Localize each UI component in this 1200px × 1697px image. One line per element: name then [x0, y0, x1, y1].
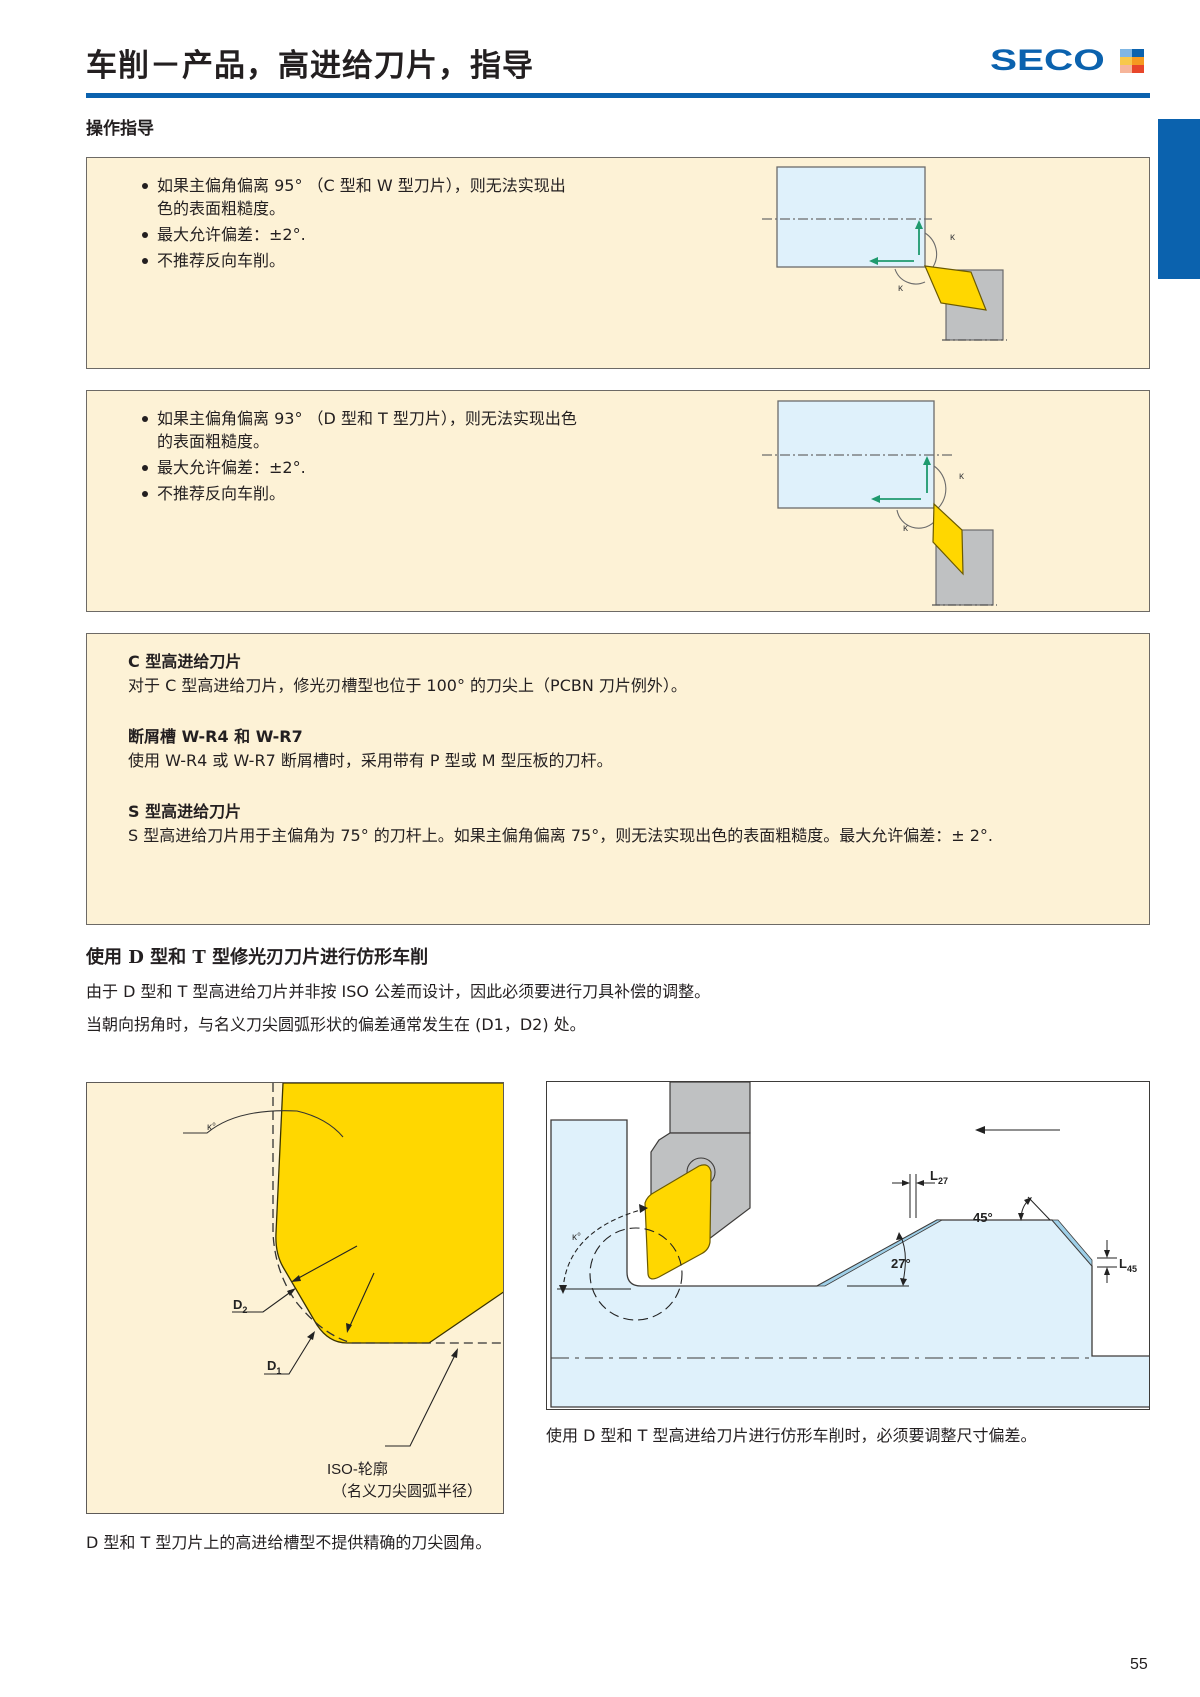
guidance-panel-93: 如果主偏角偏离 93° （D 型和 T 型刀片），则无法实现出色的表面粗糙度。 … — [86, 390, 1150, 612]
svg-text:κ: κ — [959, 471, 965, 482]
note-body: 对于 C 型高进给刀片，修光刃槽型也位于 100° 的刀尖上（PCBN 刀片例外… — [128, 676, 687, 695]
svg-text:（名义刀尖圆弧半径）: （名义刀尖圆弧半径） — [332, 1483, 482, 1500]
svg-text:κ: κ — [903, 523, 909, 534]
bullet-item: 最大允许偏差：±2°. — [141, 223, 581, 246]
guidance-panel-95: 如果主偏角偏离 95° （C 型和 W 型刀片），则无法实现出色的表面粗糙度。 … — [86, 157, 1150, 369]
insert-notes-panel: C 型高进给刀片 对于 C 型高进给刀片，修光刃槽型也位于 100° 的刀尖上（… — [86, 633, 1150, 925]
note-heading: S 型高进给刀片 — [128, 802, 242, 821]
bullet-list: 如果主偏角偏离 95° （C 型和 W 型刀片），则无法实现出色的表面粗糙度。 … — [141, 174, 581, 275]
title-rule — [86, 93, 1150, 98]
svg-text:L45: L45 — [1119, 1256, 1137, 1274]
bullet-item: 不推荐反向车削。 — [141, 249, 581, 272]
insert-corner-deviation-figure: κ° D2 D1 ISO-轮廓 （名义刀尖圆弧半径） — [86, 1082, 504, 1514]
corner-deviation-diagram: κ° D2 D1 ISO-轮廓 （名义刀尖圆弧半径） — [183, 1083, 503, 1500]
brand-name: SECO — [990, 44, 1105, 77]
bullet-item: 不推荐反向车削。 — [141, 482, 581, 505]
figure-right-caption: 使用 D 型和 T 型高进给刀片进行仿形车削时，必须要调整尺寸偏差。 — [546, 1426, 1037, 1445]
svg-text:ISO-轮廓: ISO-轮廓 — [327, 1461, 388, 1478]
bullet-item: 如果主偏角偏离 95° （C 型和 W 型刀片），则无法实现出色的表面粗糙度。 — [141, 174, 581, 220]
svg-text:L27: L27 — [930, 1168, 948, 1186]
note-body: S 型高进给刀片用于主偏角为 75° 的刀杆上。如果主偏角偏离 75°，则无法实… — [128, 826, 993, 845]
copy-turning-heading: 使用 D 型和 T 型修光刃刀片进行仿形车削 — [86, 947, 429, 968]
svg-text:κ°: κ° — [572, 1232, 581, 1243]
note-body: 使用 W-R4 或 W-R7 断屑槽时，采用带有 P 型或 M 型压板的刀杆。 — [128, 751, 613, 770]
copy-turning-figure: κ° L27 45° 27° L45 — [546, 1081, 1150, 1410]
svg-text:κ°: κ° — [207, 1122, 216, 1133]
svg-text:κ: κ — [898, 283, 904, 294]
svg-text:κ: κ — [950, 232, 956, 243]
bullet-item: 最大允许偏差：±2°. — [141, 456, 581, 479]
copy-turning-diagram: κ° L27 45° 27° L45 — [550, 1082, 1149, 1408]
page-title: 车削－产品，高进给刀片，指导 — [86, 48, 534, 84]
svg-text:D1: D1 — [267, 1358, 281, 1376]
figure-left-caption: D 型和 T 型刀片上的高进给槽型不提供精确的刀尖圆角。 — [86, 1533, 492, 1552]
bullet-item: 如果主偏角偏离 93° （D 型和 T 型刀片），则无法实现出色的表面粗糙度。 — [141, 407, 581, 453]
note-chipbreaker: 断屑槽 W-R4 和 W-R7 使用 W-R4 或 W-R7 断屑槽时，采用带有… — [128, 725, 1108, 773]
page-number: 55 — [1130, 1656, 1148, 1673]
section-side-tab — [1158, 119, 1200, 279]
copy-turning-paragraph: 当朝向拐角时，与名义刀尖圆弧形状的偏差通常发生在 (D1，D2) 处。 — [86, 1015, 586, 1034]
seco-logo: SECO — [990, 46, 1144, 76]
copy-turning-paragraph: 由于 D 型和 T 型高进给刀片并非按 ISO 公差而设计，因此必须要进行刀具补… — [86, 982, 711, 1001]
section-label: 操作指导 — [86, 119, 154, 139]
note-s-type: S 型高进给刀片 S 型高进给刀片用于主偏角为 75° 的刀杆上。如果主偏角偏离… — [128, 800, 1108, 848]
svg-text:D2: D2 — [233, 1297, 247, 1315]
note-c-type: C 型高进给刀片 对于 C 型高进给刀片，修光刃槽型也位于 100° 的刀尖上（… — [128, 650, 1108, 698]
bullet-list: 如果主偏角偏离 93° （D 型和 T 型刀片），则无法实现出色的表面粗糙度。 … — [141, 407, 581, 508]
insert-angle-diagram-93: κ κ — [762, 400, 997, 606]
note-heading: C 型高进给刀片 — [128, 652, 242, 671]
insert-angle-diagram-95: κ κ — [762, 166, 1007, 341]
svg-text:45°: 45° — [973, 1210, 993, 1225]
notes-list: C 型高进给刀片 对于 C 型高进给刀片，修光刃槽型也位于 100° 的刀尖上（… — [128, 650, 1108, 875]
note-heading: 断屑槽 W-R4 和 W-R7 — [128, 727, 303, 746]
svg-text:27°: 27° — [891, 1256, 911, 1271]
logo-mark-icon — [1120, 49, 1144, 73]
